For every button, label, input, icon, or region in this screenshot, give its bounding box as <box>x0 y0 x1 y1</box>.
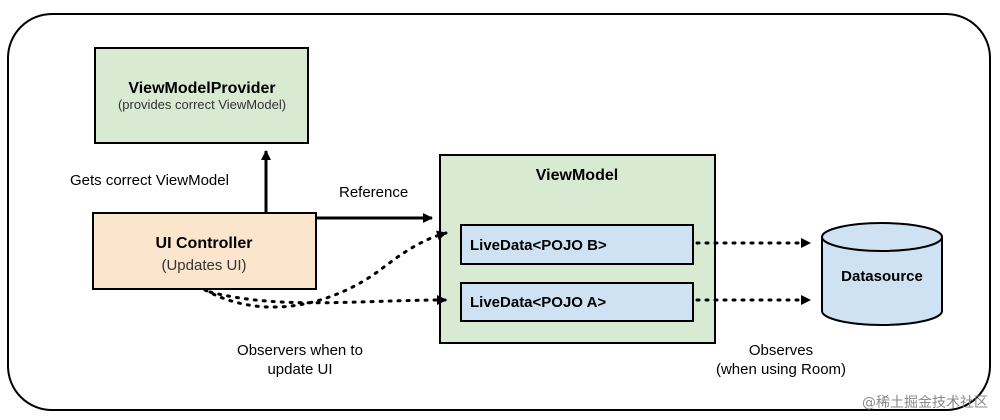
observer-arrow-a <box>208 290 448 306</box>
provider-title: ViewModelProvider <box>128 80 275 97</box>
watermark: @稀土掘金技术社区 <box>862 395 988 411</box>
observes-label-line2: (when using Room) <box>716 361 846 378</box>
datasource-cylinder: Datasource <box>821 222 943 326</box>
ui-controller-box: UI Controller (Updates UI) <box>92 212 317 290</box>
viewmodel-title: ViewModel <box>536 167 618 184</box>
observer-arrow-b <box>203 230 448 309</box>
viewmodel-provider-box: ViewModelProvider (provides correct View… <box>94 47 309 144</box>
observes-label-line1: Observes <box>749 342 813 359</box>
controller-title: UI Controller <box>156 235 253 252</box>
livedata-b-box: LiveData<POJO B> <box>460 224 694 265</box>
livedata-b-label: LiveData<POJO B> <box>470 237 607 254</box>
reference-label: Reference <box>339 184 408 201</box>
observers-label-line2: update UI <box>267 361 332 378</box>
gets-correct-label: Gets correct ViewModel <box>70 172 229 189</box>
datasource-label: Datasource <box>841 268 923 285</box>
provider-subtitle: (provides correct ViewModel) <box>118 97 286 112</box>
livedata-a-box: LiveData<POJO A> <box>460 282 694 322</box>
controller-subtitle: (Updates UI) <box>161 257 246 274</box>
livedata-a-label: LiveData<POJO A> <box>470 294 606 311</box>
observers-label-line1: Observers when to <box>237 342 363 359</box>
